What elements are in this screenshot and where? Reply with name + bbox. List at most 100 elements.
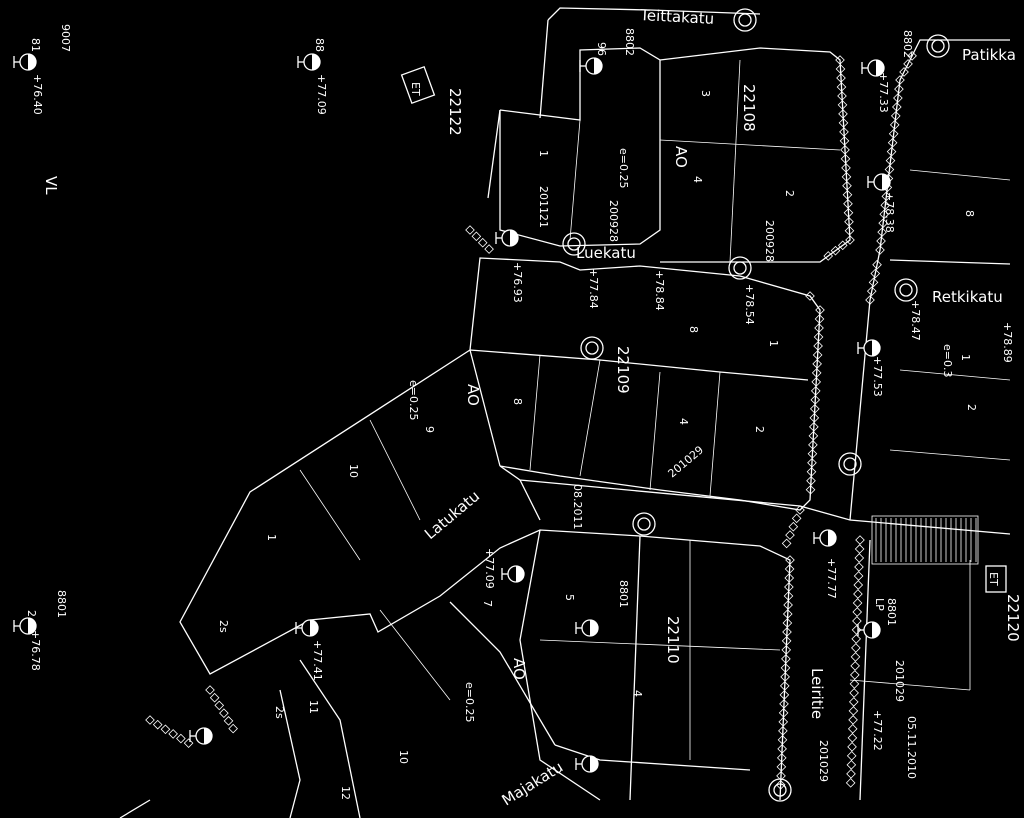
- block-22122: 22122: [446, 88, 464, 136]
- fence-hatch: [852, 598, 863, 608]
- plot-10-a: 10: [347, 464, 360, 478]
- code-8802-a: 8802: [623, 28, 636, 56]
- fence-hatch: [783, 600, 793, 610]
- fence-hatch: [823, 251, 834, 261]
- elev-16: +78.89: [1001, 322, 1014, 363]
- well-outer: [632, 512, 656, 536]
- fence-hatch: [784, 564, 795, 574]
- plot-2-c: 2: [965, 404, 978, 411]
- survey-point-fill: [312, 54, 320, 70]
- well-inner: [733, 261, 747, 275]
- fence-hatch: [855, 535, 865, 545]
- well-inner: [637, 517, 651, 531]
- well-inner: [843, 457, 857, 471]
- fence-hatch: [785, 555, 795, 565]
- fence-hatch: [835, 64, 846, 74]
- plot-2-d: 2: [25, 610, 38, 617]
- fence-hatch: [845, 778, 856, 788]
- fence-hatch: [880, 200, 891, 211]
- plot-88: 88: [313, 38, 326, 52]
- fence-hatch: [807, 448, 818, 459]
- well-outer: [733, 8, 757, 32]
- fence-hatch: [465, 225, 475, 235]
- fence-hatch: [840, 145, 850, 155]
- fence-hatch: [847, 733, 858, 743]
- fence-hatch: [806, 475, 816, 486]
- fence-hatch: [835, 55, 845, 65]
- zone-vl: VL: [42, 176, 60, 195]
- plot-1-d: 1: [959, 354, 972, 361]
- fence-hatch: [837, 91, 847, 101]
- plot-96: 96: [595, 42, 608, 56]
- fence-hatch: [888, 128, 899, 139]
- zone-et-2: ET: [987, 572, 1000, 586]
- block-22120: 22120: [1004, 594, 1022, 642]
- plot-2-a: 2: [783, 190, 796, 197]
- fence-hatch: [484, 244, 494, 254]
- fence-hatch: [836, 73, 846, 83]
- survey-point-fill: [28, 618, 36, 634]
- fence-hatch: [784, 582, 794, 592]
- elev-7: +77.77: [825, 558, 838, 599]
- plot-12: 12: [339, 786, 352, 800]
- fence-hatch: [776, 771, 786, 781]
- fence-hatch: [811, 377, 822, 387]
- plot-81: 81: [29, 38, 42, 52]
- well-inner: [585, 341, 599, 355]
- street-patikka: Patikka: [962, 46, 1016, 64]
- fence-hatch: [781, 538, 792, 549]
- fence-hatch: [879, 209, 890, 220]
- survey-point-fill: [590, 756, 598, 772]
- fence-hatch: [815, 305, 825, 315]
- fence-hatch: [145, 715, 155, 725]
- fence-hatch: [836, 82, 847, 92]
- survey-point-fill: [590, 620, 598, 636]
- code-2011: 08.2011: [571, 484, 584, 530]
- fence-hatch: [876, 236, 886, 246]
- code-200928-b: 200928: [763, 220, 776, 262]
- efficiency-3: e=0.25: [463, 682, 476, 722]
- fence-hatch: [813, 341, 823, 351]
- efficiency-1: e=0.25: [617, 148, 630, 188]
- fence-hatch: [844, 216, 854, 227]
- fence-hatch: [205, 685, 215, 695]
- elev-5: +78.38: [883, 192, 896, 233]
- fence-hatch: [851, 643, 861, 653]
- fence-hatch: [844, 225, 855, 236]
- fence-hatch: [848, 706, 859, 716]
- fence-hatch: [849, 679, 860, 689]
- elev-3: +76.78: [29, 630, 42, 671]
- fence-hatch: [837, 100, 848, 110]
- survey-point-fill: [882, 174, 890, 190]
- fence-hatch: [782, 609, 793, 619]
- fence-hatch: [843, 198, 853, 209]
- survey-point-fill: [310, 620, 318, 636]
- fence-hatch: [776, 753, 787, 763]
- well-outer: [838, 452, 862, 476]
- fence-hatch: [778, 726, 788, 736]
- code-8802-b: 8802: [901, 30, 914, 58]
- elev-2: +77.09: [315, 74, 328, 115]
- code-2010: 05.11.2010: [905, 716, 918, 779]
- fence-hatch: [814, 314, 825, 324]
- code-201121: 201121: [537, 186, 550, 228]
- fence-hatch: [907, 51, 917, 61]
- fence-hatch: [854, 562, 864, 572]
- fence-hatch: [868, 277, 879, 288]
- code-8801-a: 8801: [55, 590, 68, 618]
- fence-hatch: [894, 84, 904, 94]
- fence-hatch: [845, 235, 855, 245]
- fence-hatch: [853, 589, 863, 599]
- fence-hatch: [775, 779, 786, 790]
- survey-point-fill: [872, 622, 880, 638]
- fence-hatch: [791, 513, 802, 524]
- fence-hatch: [810, 386, 821, 396]
- elev-13: +78.84: [653, 270, 666, 311]
- zone-ao-1: AO: [672, 146, 690, 168]
- fence-hatch: [812, 359, 822, 369]
- plot-7: 7: [481, 600, 494, 607]
- fence-hatch: [168, 729, 178, 739]
- fence-hatch: [848, 715, 858, 725]
- fence-hatch: [853, 571, 864, 581]
